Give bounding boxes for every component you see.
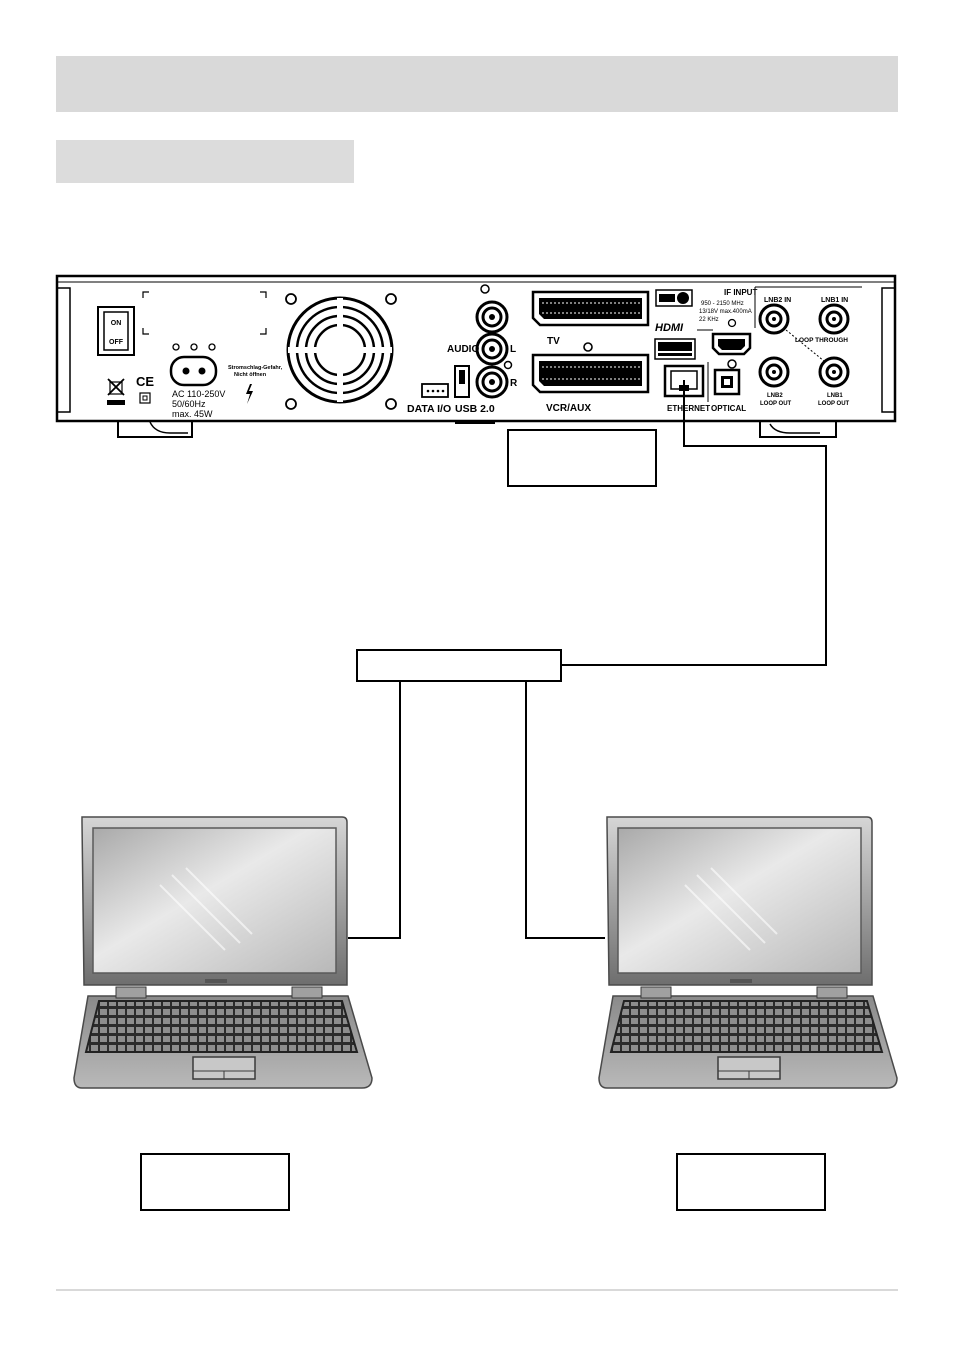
laptop-left-callout-box bbox=[140, 1153, 290, 1211]
laptop-right-screen bbox=[617, 827, 862, 974]
warning-line1: Stromschlag-Gefahr, bbox=[228, 365, 283, 371]
if-input-title: IF INPUT bbox=[724, 288, 757, 297]
lnb1-out-line1: LNB1 bbox=[827, 393, 843, 399]
warning-line2: Nicht öffnen bbox=[234, 372, 267, 378]
network-switch-box bbox=[356, 649, 562, 682]
cable-switch-to-laptop-left bbox=[348, 682, 401, 939]
laptop-right-keyboard bbox=[609, 1000, 884, 1053]
lnb1-in-label: LNB1 IN bbox=[821, 297, 848, 304]
data-io-port: DATA I/O bbox=[407, 383, 451, 415]
cable-switch-to-laptop-right bbox=[525, 682, 605, 939]
scart-tv: TV bbox=[531, 290, 650, 352]
power-rating-line3: max. 45W bbox=[172, 409, 213, 419]
usb-label: USB 2.0 bbox=[455, 403, 495, 415]
vcr-scart-label: VCR/AUX bbox=[546, 403, 591, 414]
ce-mark: CE bbox=[136, 374, 154, 389]
power-rating-line2: 50/60Hz bbox=[172, 399, 206, 409]
audio-left-label: L bbox=[510, 344, 516, 355]
receiver-rear-panel: ON OFF AC 110-250V 50/60Hz max. 45W Stro… bbox=[55, 274, 897, 438]
power-rating-line1: AC 110-250V bbox=[172, 389, 225, 399]
laptop-left-screen bbox=[92, 827, 337, 974]
rca-audio-jacks: AUDIO L R bbox=[447, 300, 518, 399]
fan-grille bbox=[285, 293, 397, 410]
optical-label: OPTICAL bbox=[711, 404, 746, 413]
ethernet-label: ETHERNET bbox=[667, 404, 710, 413]
network-cables bbox=[348, 380, 827, 939]
if-input-line1: 950 - 2150 MHz bbox=[701, 301, 744, 307]
double-insulation-icon bbox=[139, 392, 151, 404]
optical-port: OPTICAL bbox=[707, 362, 746, 413]
cable-receiver-to-switch bbox=[561, 380, 827, 666]
receiver-callout-box bbox=[507, 429, 657, 487]
data-io-label: DATA I/O bbox=[407, 403, 451, 415]
lnb-connectors: LNB2 IN LNB1 IN LOOP THROUGH LNB2 LOOP O… bbox=[758, 297, 850, 407]
lnb1-out-line2: LOOP OUT bbox=[818, 401, 850, 407]
laptop-right-callout-box bbox=[676, 1153, 826, 1211]
hdmi-port bbox=[697, 329, 752, 369]
lnb2-in-label: LNB2 IN bbox=[764, 297, 791, 304]
lightning-icon bbox=[246, 384, 253, 404]
lnb2-out-line2: LOOP OUT bbox=[760, 401, 792, 407]
hdmi-label: HDMI bbox=[655, 322, 684, 334]
if-input-line3: 22 KHz bbox=[699, 317, 719, 323]
laptop-left-keyboard bbox=[84, 1000, 359, 1053]
switch-off-label: OFF bbox=[109, 339, 124, 346]
if-input-line2: 13/18V max.400mA bbox=[699, 309, 752, 315]
tv-scart-label: TV bbox=[547, 336, 560, 347]
weee-icon bbox=[107, 378, 125, 405]
laptop-right bbox=[598, 816, 898, 1089]
ethernet-port: ETHERNET bbox=[663, 364, 710, 413]
laptop-left bbox=[73, 816, 373, 1089]
scart-vcr: VCR/AUX bbox=[531, 353, 650, 414]
power-switch: ON OFF bbox=[97, 306, 135, 356]
audio-right-label: R bbox=[510, 378, 518, 389]
loop-through-label: LOOP THROUGH bbox=[795, 337, 848, 344]
switch-on-label: ON bbox=[111, 320, 122, 327]
lnb2-out-line1: LNB2 bbox=[767, 393, 783, 399]
power-socket: AC 110-250V 50/60Hz max. 45W bbox=[169, 355, 225, 419]
usb-port: USB 2.0 bbox=[454, 365, 495, 415]
footer-divider bbox=[56, 1289, 898, 1291]
audio-label: AUDIO bbox=[447, 344, 479, 355]
section-subtitle-bar bbox=[56, 140, 354, 183]
header-title-bar bbox=[56, 56, 898, 112]
